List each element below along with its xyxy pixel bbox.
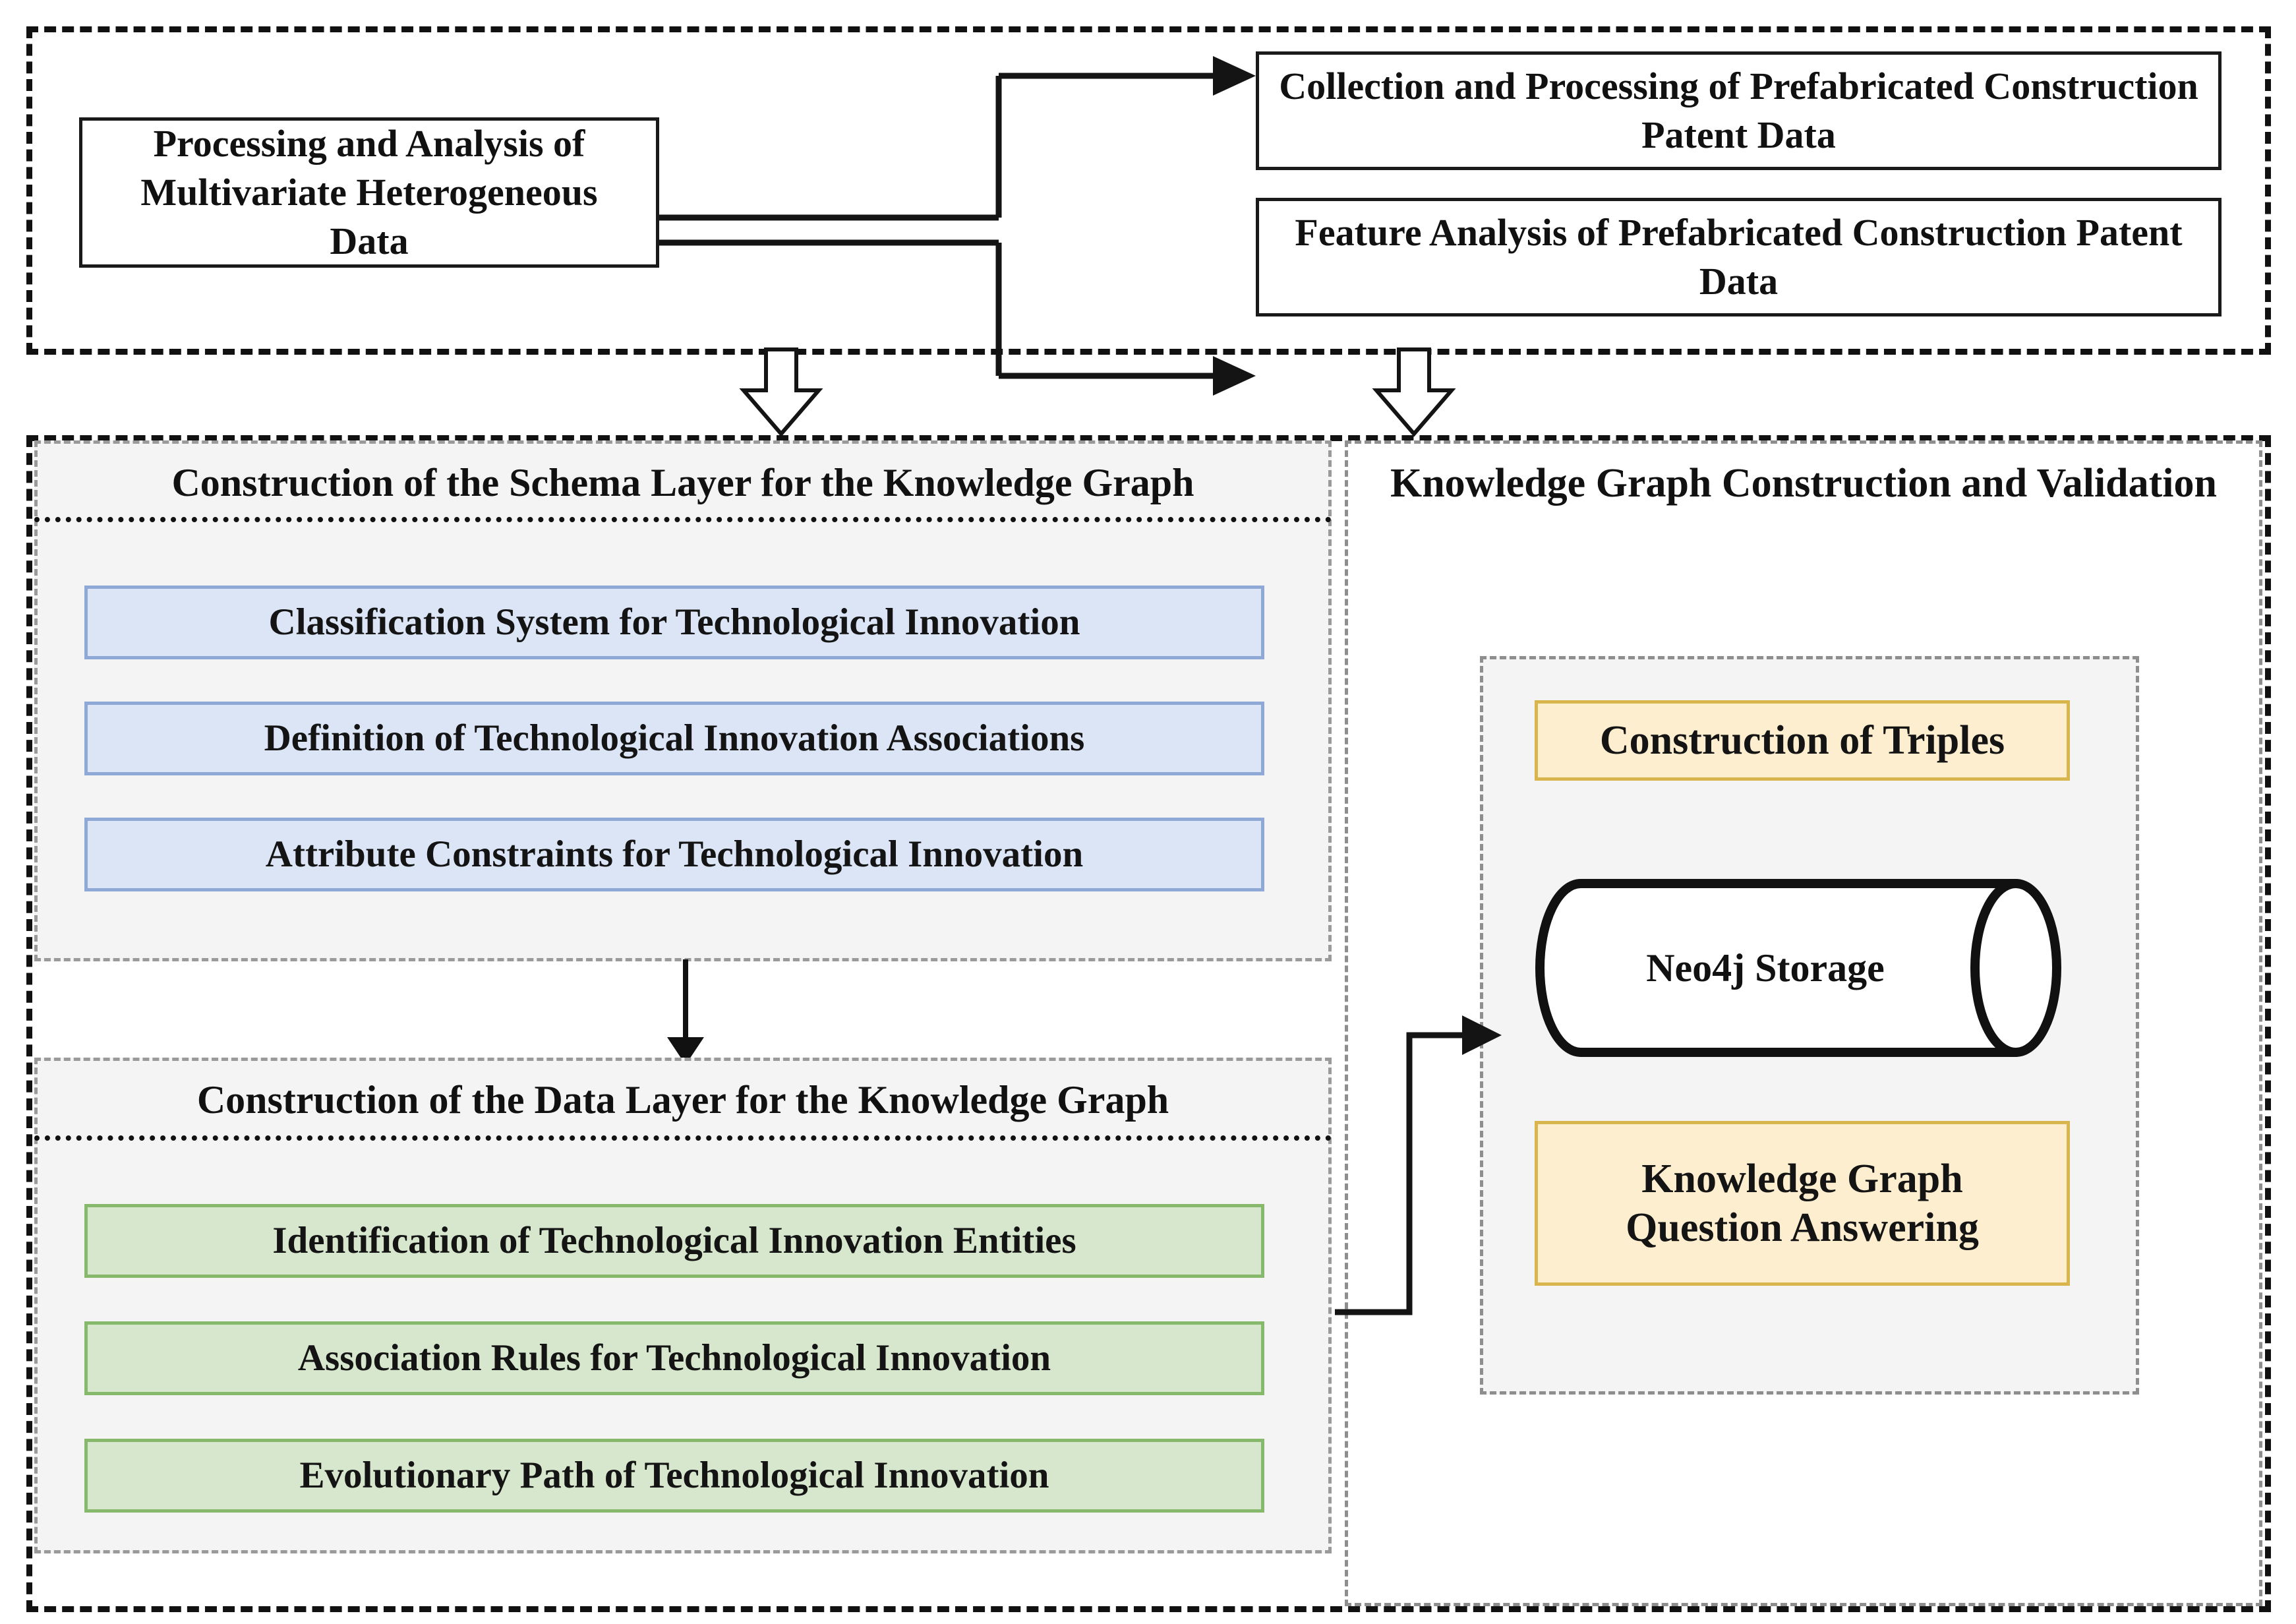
item-evolutionary-path: Evolutionary Path of Technological Innov…: [84, 1439, 1264, 1513]
section-lower-outer: [26, 435, 2271, 1612]
box-collection-processing-label: Collection and Processing of Prefabricat…: [1279, 64, 2198, 156]
section-multivariate-data: [26, 26, 2271, 355]
block-arrow-down-validation: [1372, 347, 1456, 437]
arrow-data-to-neo4j: [1335, 1015, 1502, 1315]
item-definition-associations: Definition of Technological Innovation A…: [84, 702, 1264, 775]
box-collection-processing: Collection and Processing of Prefabricat…: [1256, 51, 2222, 170]
item-classification-system: Classification System for Technological …: [84, 586, 1264, 659]
panel-data-layer-header-divider: [34, 1135, 1332, 1141]
box-processing-analysis: Processing and Analysis of Multivariate …: [79, 117, 659, 268]
item-attribute-constraints: Attribute Constraints for Technological …: [84, 818, 1264, 891]
item-identification-entities: Identification of Technological Innovati…: [84, 1204, 1264, 1278]
block-arrow-down-schema: [739, 347, 823, 437]
box-feature-analysis: Feature Analysis of Prefabricated Constr…: [1256, 198, 2222, 316]
item-construction-triples: Construction of Triples: [1535, 700, 2070, 781]
panel-schema-layer-header-divider: [34, 517, 1332, 522]
panel-schema-layer-title: Construction of the Schema Layer for the…: [171, 461, 1194, 504]
box-processing-analysis-label: Processing and Analysis of Multivariate …: [140, 121, 598, 263]
item-association-rules: Association Rules for Technological Inno…: [84, 1321, 1264, 1395]
panel-data-layer-title: Construction of the Data Layer for the K…: [196, 1078, 1169, 1122]
panel-kg-validation-title: Knowledge Graph Construction and Validat…: [1390, 461, 2218, 506]
shape-neo4j-storage: Neo4j Storage: [1535, 878, 2075, 1058]
arrow-schema-to-data: [667, 959, 704, 1065]
box-feature-analysis-label: Feature Analysis of Prefabricated Constr…: [1295, 210, 2183, 303]
item-kg-question-answering: Knowledge Graph Question Answering: [1535, 1121, 2070, 1286]
connector-bracket-top: [659, 56, 1256, 396]
